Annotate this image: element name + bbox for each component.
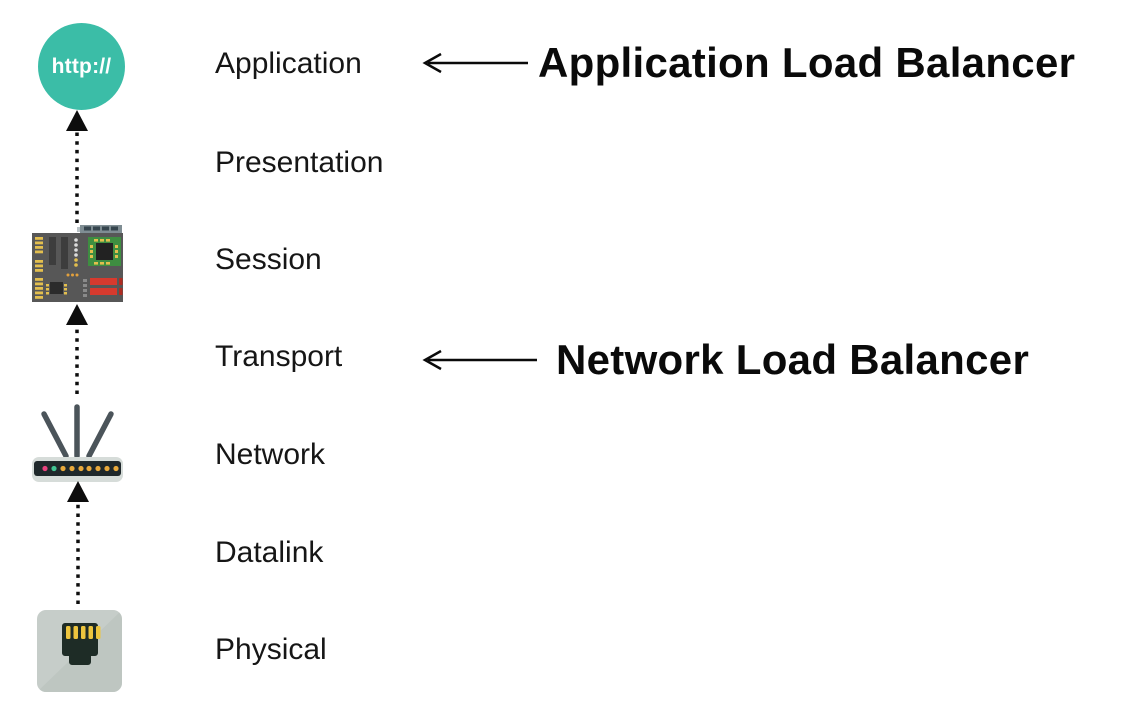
flow-arrowhead-middle	[66, 304, 88, 325]
motherboard-icon	[32, 225, 123, 302]
layer-label-network: Network	[215, 438, 326, 471]
layer-label-presentation: Presentation	[215, 146, 384, 179]
flow-arrowhead-top	[66, 110, 88, 131]
router-icon	[32, 404, 123, 482]
layer-label-datalink: Datalink	[215, 536, 324, 569]
annotation-arrowhead-nlb	[422, 349, 442, 371]
annotation-application-load-balancer: Application Load Balancer	[538, 39, 1076, 86]
layer-label-physical: Physical	[215, 633, 327, 666]
ethernet-port-icon	[37, 610, 122, 692]
layer-label-transport: Transport	[215, 340, 343, 373]
annotation-network-load-balancer: Network Load Balancer	[556, 336, 1030, 383]
annotation-arrowhead-alb	[422, 52, 442, 74]
flow-arrowhead-bottom	[67, 481, 89, 502]
layer-label-session: Session	[215, 243, 322, 276]
http-browser-icon: http://	[38, 23, 125, 110]
layer-label-application: Application	[215, 47, 362, 80]
http-label: http://	[51, 54, 112, 78]
